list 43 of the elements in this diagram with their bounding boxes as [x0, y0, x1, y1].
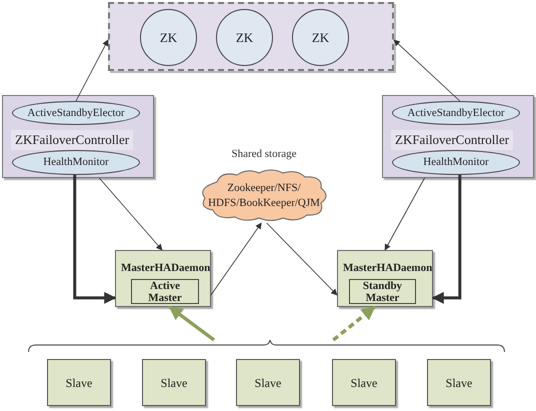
- slave-box: [236, 359, 300, 406]
- daemon-box: [115, 250, 211, 307]
- node-label: Slave: [446, 374, 472, 392]
- node-label: HealthMonitor: [43, 155, 109, 170]
- node-label: Slave: [350, 374, 378, 392]
- arrow: [394, 40, 460, 102]
- storage-label: Zookeeper/NFS/ HDFS/BookKeeper/QJM: [208, 180, 320, 210]
- arrow: [98, 178, 162, 250]
- daemon-box: [337, 250, 433, 307]
- node-label: HealthMonitor: [423, 155, 489, 170]
- node-label: ActiveStandbyElector: [27, 106, 125, 121]
- node-label: ActiveStandbyElector: [407, 106, 505, 121]
- arrow: [73, 175, 116, 304]
- arrow: [432, 175, 462, 304]
- daemon-title: MasterHADaemon: [343, 261, 432, 276]
- brace: [28, 340, 505, 352]
- node-label: Standby Master: [362, 280, 404, 304]
- slave-box: [332, 359, 396, 406]
- daemon-title: MasterHADaemon: [121, 261, 210, 276]
- slave-box: [142, 359, 206, 406]
- cluster-box: [108, 2, 394, 71]
- role-box: [131, 279, 199, 304]
- controller-title: ZKFailoverController: [11, 130, 134, 150]
- node-label: Slave: [66, 374, 92, 392]
- slave-box: [427, 359, 491, 406]
- arrow: [332, 306, 376, 342]
- node-label: ZK: [160, 28, 178, 47]
- node-label: ZK: [312, 28, 330, 47]
- controller-box: [2, 95, 154, 178]
- controller-box: [382, 95, 534, 178]
- node-label: Slave: [254, 374, 282, 392]
- node-label: Shared storage: [230, 147, 298, 162]
- arrow: [168, 306, 216, 342]
- role-box: [349, 279, 416, 304]
- node-label: Slave: [160, 374, 188, 392]
- arrow: [384, 178, 425, 251]
- node-label: Active Master: [147, 280, 183, 304]
- controller-title: ZKFailoverController: [391, 130, 514, 150]
- arrow: [210, 222, 262, 296]
- arrow: [76, 39, 108, 102]
- arrow: [266, 222, 338, 296]
- node-label: ZK: [236, 28, 254, 47]
- slave-box: [47, 359, 111, 406]
